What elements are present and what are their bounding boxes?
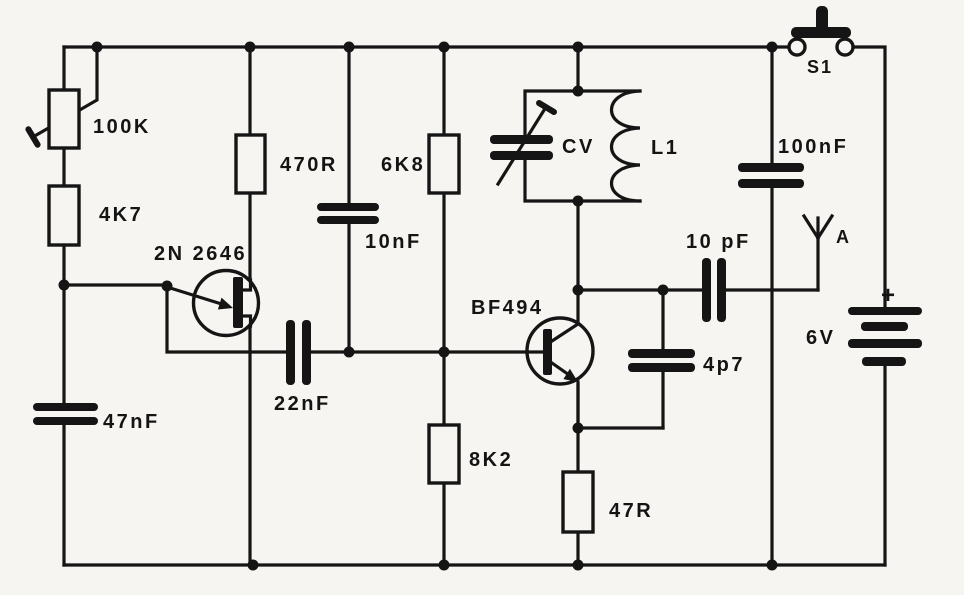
resistor-body [561,470,595,534]
switch-plunger-stem [816,6,828,32]
resistor-4k7: 4K7 [47,184,143,247]
capacitor-plate [717,258,726,322]
resistor-6k8: 6K8 [381,133,461,195]
switch-contact-left [787,37,807,57]
junction-dots [58,41,778,571]
label-100nf: 100nF [778,136,848,158]
switch-plunger-bar [791,27,851,38]
capacitor-plate [317,216,379,224]
potentiometer-wiper-tip [25,126,41,148]
transistor-emitter-arrow [217,297,233,310]
inductor-coil [610,89,642,203]
transistor-b1-lead [241,314,253,328]
transistor-2n2646: 2N 2646 [154,243,261,338]
capacitor-plate [490,135,553,144]
transistor-base-bar [543,329,552,375]
battery-plate-short [862,357,906,366]
capacitor-10pf: 10 pF [686,231,751,322]
label-2n2646: 2N 2646 [154,243,247,265]
label-470r: 470R [280,154,338,176]
resistor-body [427,423,461,485]
resistor-470r: 470R [234,133,338,195]
label-l1: L1 [651,137,679,159]
capacitor-4p7: 4p7 [628,349,745,376]
label-antenna: A [836,227,851,247]
capacitor-plate [302,320,311,385]
capacitor-plate [490,151,553,160]
capacitor-10nf: 10nF [317,203,422,253]
capacitor-100nf: 100nF [738,136,848,188]
capacitor-plate [628,363,695,372]
label-4k7: 4K7 [99,204,143,226]
capacitor-plate [317,203,379,211]
capacitor-plate [702,258,711,322]
battery-plus-sign: + [881,282,895,309]
antenna: A [801,213,851,292]
capacitor-plate [33,403,98,411]
transistor-emitter-lead [164,284,231,309]
wire-switch-to-battery [851,45,887,309]
capacitor-plate [738,163,804,172]
label-6v: 6V [806,327,835,349]
label-10nf: 10nF [365,231,422,253]
label-47nf: 47nF [103,411,160,433]
potentiometer-body [47,88,81,150]
switch-contact-right [835,37,855,57]
label-s1: S1 [807,57,833,77]
capacitor-47nf: 47nF [33,403,160,433]
capacitor-plate [738,179,804,188]
battery-plate-long [848,307,922,315]
variable-arrow-tip [536,100,557,115]
wires [30,45,887,567]
capacitor-22nf: 22nF [274,320,331,415]
potentiometer-100k: 100K [25,88,151,150]
label-6k8: 6K8 [381,154,425,176]
transistor-b2-lead [241,278,253,292]
resistor-body [47,184,81,247]
battery-6v: + 6V [806,282,922,366]
transistor-collector-lead [549,288,580,344]
resistor-body [427,133,461,195]
resistor-body [234,133,267,195]
label-8k2: 8K2 [469,449,513,471]
label-22nf: 22nF [274,393,331,415]
battery-plate-short [861,322,908,331]
label-4p7: 4p7 [703,354,745,376]
resistor-8k2: 8K2 [427,423,513,485]
antenna-symbol [801,213,835,292]
label-10pf: 10 pF [686,231,751,253]
variable-arrow-line [495,104,549,187]
resistor-47r: 47R [561,470,653,534]
label-bf494: BF494 [471,297,544,319]
battery-plate-long [848,339,922,348]
inductor-l1: L1 [610,89,679,203]
capacitor-plate [33,417,98,425]
transistor-emitter-arrow [563,368,578,382]
label-100k: 100K [93,116,151,138]
transistor-base-bar [233,277,243,328]
capacitor-plate [628,349,695,358]
capacitor-plate [286,320,295,385]
switch-s1: S1 [787,6,855,77]
transistor-bf494: BF494 [471,288,595,430]
variable-capacitor-cv: CV [490,100,595,187]
wire-emitter-node [62,283,288,354]
label-47r: 47R [609,500,653,522]
label-cv: CV [562,136,595,158]
